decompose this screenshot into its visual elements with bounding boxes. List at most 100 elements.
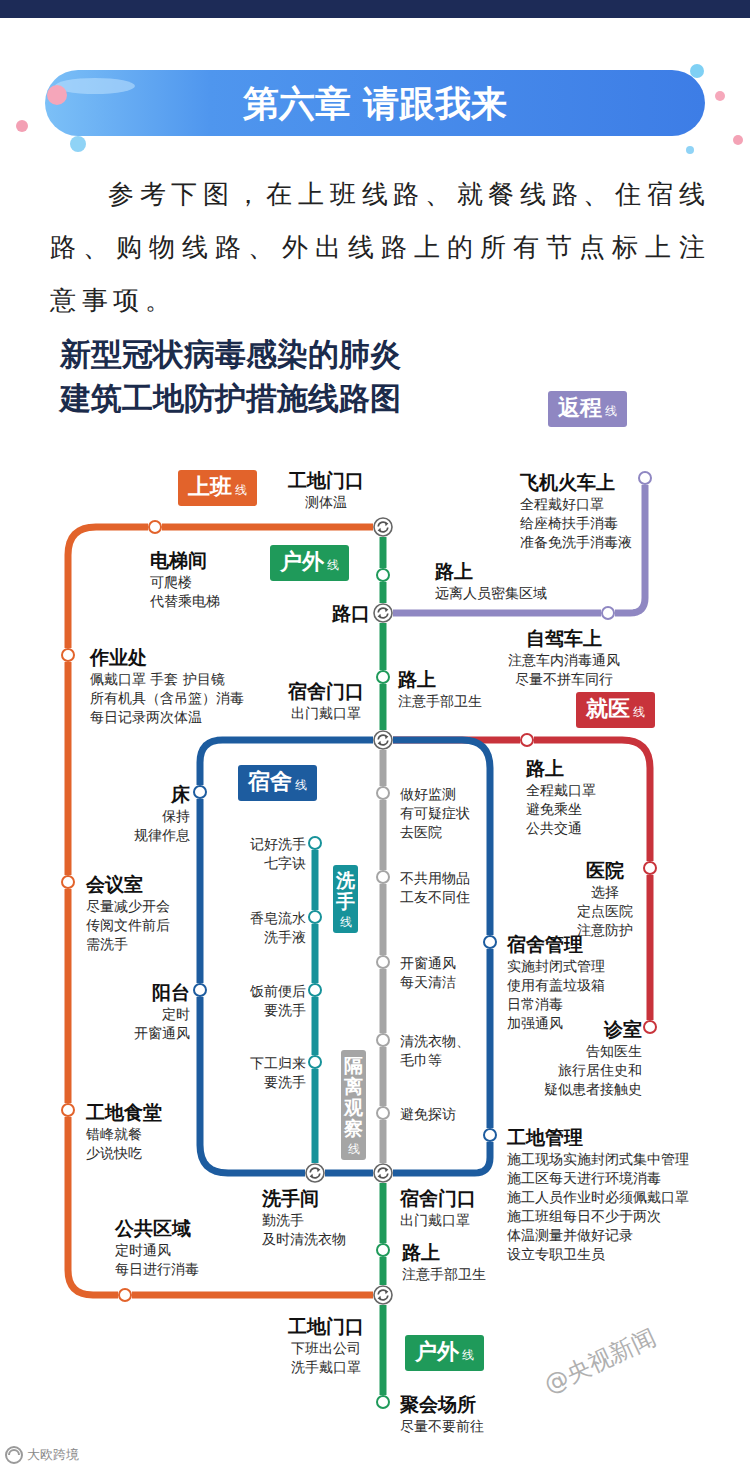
station: 做好监测 有可疑症状 去医院 — [376, 786, 390, 800]
line-badge: 户外线 — [270, 545, 349, 581]
station-note: 注意手部卫生 — [402, 1265, 492, 1284]
station-note: 告知医生 旅行居住史和 疑似患者接触史 — [526, 1042, 642, 1099]
interchange-station: 宿舍门口出门戴口罩 — [373, 1163, 393, 1183]
station-name: 路上 — [435, 559, 565, 584]
station-note: 尽量减少开会 传阅文件前后 需洗手 — [86, 897, 191, 954]
heading-banner — [45, 70, 705, 136]
interchange-arrowhead — [378, 522, 389, 533]
station-note: 错峰就餐 少说快吃 — [86, 1125, 176, 1163]
metro-line — [312, 850, 319, 910]
station-label: 路口 — [320, 601, 370, 626]
bubble — [690, 64, 704, 78]
metro-line — [380, 1183, 387, 1243]
station-label: 聚会场所尽量不要前往 — [400, 1392, 500, 1436]
station-label: 阳台定时 开窗通风 — [120, 980, 190, 1043]
station-note: 佩戴口罩 手套 护目镜 所有机具（含吊篮）消毒 每日记录两次体温 — [90, 670, 252, 727]
metro-line — [380, 1257, 387, 1285]
metro-line — [380, 582, 387, 603]
interchange-ring — [374, 1164, 392, 1182]
station-note: 选择 定点医院 注意防护 — [570, 883, 640, 940]
badge-text: 隔离观察 — [344, 1055, 363, 1139]
interchange-arrowhead — [310, 1168, 321, 1179]
station-label: 公共区域定时通风 每日进行消毒 — [115, 1216, 215, 1279]
badge-text: 宿舍 — [248, 768, 292, 796]
interchange-ring — [374, 604, 392, 622]
station-label: 床保持 规律作息 — [120, 782, 190, 845]
station: 床保持 规律作息 — [193, 785, 207, 799]
watermark: @央视新闻 — [539, 1321, 661, 1401]
metro-line — [380, 1120, 387, 1163]
station-name: 阳台 — [120, 980, 190, 1005]
interchange-ring — [374, 518, 392, 536]
station-name: 会议室 — [86, 872, 191, 897]
station-note: 勤洗手 及时清洗衣物 — [262, 1211, 362, 1249]
station-note: 出门戴口罩 — [400, 1211, 490, 1230]
metro-line — [380, 1047, 387, 1106]
station: 自驾车上注意车内消毒通风 尽量不拼车同行 — [601, 606, 615, 620]
station-label: 宿舍门口出门戴口罩 — [281, 679, 371, 723]
station: 飞机火车上全程戴好口罩 给座椅扶手消毒 准备免洗手消毒液 — [638, 471, 652, 485]
line-badge: 返程线 — [548, 391, 627, 427]
metro-line — [380, 537, 387, 568]
station-name: 诊室 — [526, 1017, 642, 1042]
line-badge: 上班线 — [178, 470, 257, 506]
station-label: 工地门口下班出公司 洗手戴口罩 — [281, 1314, 371, 1377]
interchange-ring — [306, 1164, 324, 1182]
interchange-ring — [374, 731, 392, 749]
badge-text: 户外 — [280, 548, 324, 576]
station-note: 保持 规律作息 — [120, 807, 190, 845]
interchange-station: 工地门口下班出公司 洗手戴口罩 — [373, 1285, 393, 1305]
station-label: 宿舍管理实施封闭式管理 使用有盖垃圾箱 日常消毒 加强通风 — [507, 932, 617, 1033]
metro-line — [380, 623, 387, 670]
station-label: 路上注意手部卫生 — [398, 667, 498, 711]
station-note: 注意车内消毒通风 尽量不拼车同行 — [499, 651, 629, 689]
badge-text: 线 — [340, 915, 352, 929]
metro-line — [132, 1292, 373, 1299]
station-note: 定时通风 每日进行消毒 — [115, 1241, 215, 1279]
station-note: 尽量不要前往 — [400, 1417, 500, 1436]
metro-line — [487, 949, 494, 1128]
station-note: 远离人员密集区域 — [435, 584, 565, 603]
badge-text: 线 — [348, 1142, 360, 1156]
station-name: 飞机火车上 — [520, 470, 636, 495]
line-badge: 户外线 — [405, 1335, 484, 1371]
station-name: 工地食堂 — [86, 1100, 176, 1125]
station: 避免探访 — [376, 1106, 390, 1120]
line-badge: 宿舍线 — [238, 765, 317, 801]
station-name: 电梯间 — [150, 548, 230, 573]
station-label: 作业处佩戴口罩 手套 护目镜 所有机具（含吊篮）消毒 每日记录两次体温 — [90, 645, 252, 727]
station: 工地食堂错峰就餐 少说快吃 — [61, 1103, 75, 1117]
station: 聚会场所尽量不要前往 — [376, 1395, 390, 1409]
station-name: 自驾车上 — [499, 626, 629, 651]
station-note: 下工归来 要洗手 — [242, 1054, 306, 1092]
station-label: 做好监测 有可疑症状 去医院 — [400, 785, 482, 842]
station-name: 宿舍门口 — [281, 679, 371, 704]
station-note: 做好监测 有可疑症状 去医院 — [400, 785, 482, 842]
metro-line — [68, 527, 148, 648]
station-note: 香皂流水 洗手液 — [242, 909, 306, 947]
station-note: 开窗通风 每天清洁 — [400, 954, 472, 992]
station-label: 电梯间可爬楼 代替乘电梯 — [150, 548, 230, 611]
badge-text: 就医 — [586, 695, 630, 723]
station-note: 全程戴口罩 避免乘坐 公共交通 — [526, 781, 626, 838]
station-name: 工地管理 — [507, 1125, 707, 1150]
station-label: 不共用物品 工友不同住 — [400, 869, 484, 907]
top-bar — [0, 0, 750, 18]
station-name: 床 — [120, 782, 190, 807]
station: 路上注意手部卫生 — [376, 670, 390, 684]
badge-text: 户外 — [415, 1338, 459, 1366]
interchange-arrowhead — [378, 608, 389, 619]
interchange-station: 宿舍门口出门戴口罩 — [373, 730, 393, 750]
logo-text: 大欧跨境 — [27, 1446, 79, 1464]
station-note: 注意手部卫生 — [398, 692, 498, 711]
interchange-ring — [374, 1286, 392, 1304]
metro-line — [197, 799, 204, 983]
logo-icon — [9, 1450, 19, 1455]
chapter-heading: 第六章 请跟我来 — [45, 79, 705, 129]
station-note: 记好洗手 七字诀 — [242, 835, 306, 873]
station-name: 宿舍门口 — [400, 1186, 490, 1211]
interchange-icon — [373, 730, 393, 750]
station: 路上全程戴口罩 避免乘坐 公共交通 — [520, 733, 534, 747]
metro-line — [380, 1305, 387, 1395]
interchange-arrowhead — [378, 1290, 389, 1301]
